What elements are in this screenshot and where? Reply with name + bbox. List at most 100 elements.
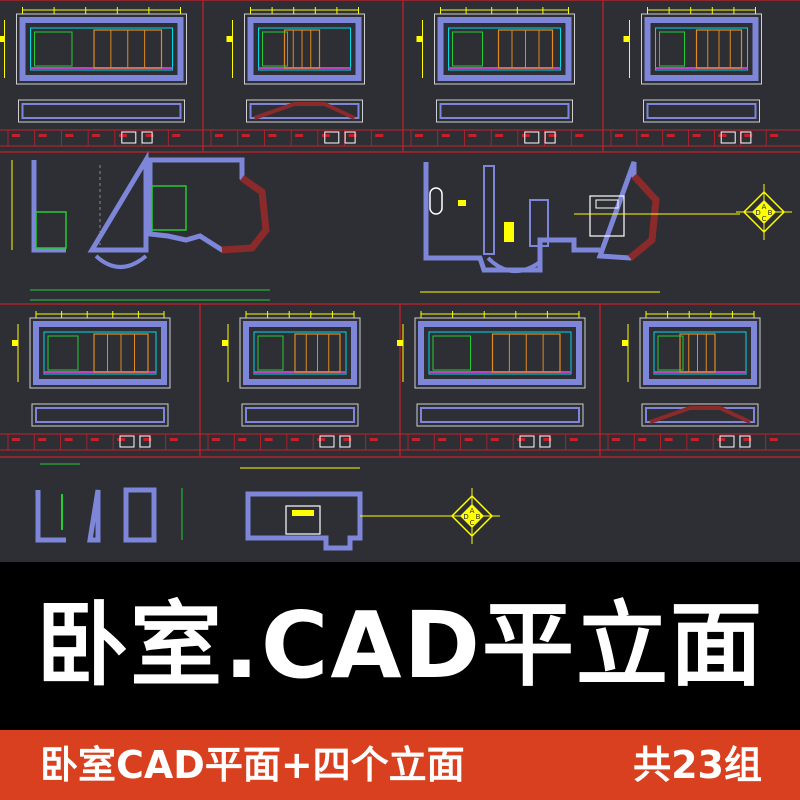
- elevation-inner: [448, 27, 561, 71]
- title-block-mark: [238, 438, 247, 441]
- title-block-logo: [519, 435, 535, 448]
- title-block-mark: [38, 134, 47, 137]
- title-block-mark: [543, 438, 552, 441]
- dimension-marker: [222, 340, 228, 346]
- section-strip: [641, 403, 759, 427]
- sheet-frames: [0, 0, 800, 458]
- title-block-logo: [524, 131, 540, 144]
- section-strip: [31, 403, 169, 427]
- elevation-sheet: [0, 311, 200, 451]
- elevation-sheet: [600, 311, 800, 451]
- elevation-outer-frame: [239, 317, 361, 389]
- elevation-outer-frame: [29, 317, 171, 389]
- elevation-window: [47, 335, 79, 371]
- elevation-window: [432, 335, 471, 371]
- section-strip: [18, 99, 185, 123]
- title-block-mark: [770, 134, 779, 137]
- dimension-marker: [397, 340, 403, 346]
- pillow: [595, 199, 619, 209]
- title-block-mark: [690, 438, 699, 441]
- title-block-mark: [490, 438, 499, 441]
- title-block-mark: [615, 134, 623, 137]
- plan-wall: [123, 487, 157, 543]
- title-block-mark: [215, 134, 223, 137]
- title-block-mark: [464, 438, 473, 441]
- dimension-marker: [622, 340, 628, 346]
- title-block-mark: [348, 134, 357, 137]
- title-block-mark: [290, 438, 299, 441]
- elevation-wall: [644, 17, 759, 81]
- elevation-outer-frame: [414, 317, 586, 389]
- section-strip: [643, 99, 760, 123]
- compass-letter: A: [470, 507, 475, 515]
- title-block-mark: [612, 438, 620, 441]
- wardrobe: [529, 199, 549, 247]
- title-block-logo: [740, 131, 752, 144]
- elevation-outer-frame: [16, 13, 187, 85]
- title-block-mark: [64, 438, 73, 441]
- title-block-mark: [438, 438, 447, 441]
- title-block-mark: [375, 134, 384, 137]
- title-block-mark: [143, 438, 152, 441]
- elevation-window: [34, 31, 73, 67]
- title-block-mark: [212, 438, 220, 441]
- compass-letter: C: [762, 215, 767, 223]
- title-block-logo: [720, 131, 736, 144]
- title-band: 卧室.CAD平立面: [0, 562, 800, 730]
- title-block-logo: [739, 435, 751, 448]
- elevation-inner: [428, 331, 572, 375]
- title-block-logo: [324, 131, 340, 144]
- title-block-mark: [65, 134, 74, 137]
- title-block-mark: [264, 438, 273, 441]
- section-strip-wall: [245, 407, 355, 423]
- elevation-inner: [30, 27, 173, 71]
- closet: [35, 211, 67, 249]
- title-block-mark: [92, 134, 101, 137]
- footer-band: 卧室CAD平面+四个立面 共23组: [0, 730, 800, 800]
- title-block-mark: [744, 134, 753, 137]
- title-block-mark: [640, 134, 649, 137]
- title-block-mark: [638, 438, 647, 441]
- elevation-sheet: [200, 311, 400, 451]
- title-block-mark: [38, 438, 47, 441]
- set-count: 共23组: [633, 743, 762, 787]
- title-block-mark: [495, 134, 504, 137]
- title-block-logo: [719, 435, 735, 448]
- compass-letter: A: [762, 203, 767, 211]
- elevation-inner: [43, 331, 157, 375]
- plan-wall: [245, 491, 363, 551]
- title-block-mark: [343, 438, 352, 441]
- elevation-outer-frame: [639, 317, 761, 389]
- title-block-mark: [718, 134, 727, 137]
- wardrobe: [151, 185, 187, 231]
- title-block-mark: [441, 134, 450, 137]
- main-title: 卧室.CAD平立面: [35, 592, 765, 699]
- title-block-mark: [717, 438, 726, 441]
- title-block-mark: [317, 438, 326, 441]
- title-block-mark: [692, 134, 701, 137]
- title-block-mark: [743, 438, 752, 441]
- title-block-mark: [90, 438, 99, 441]
- title-block-mark: [412, 438, 420, 441]
- bay-window: [221, 175, 270, 254]
- elevation-window: [452, 31, 483, 67]
- elevation-wall: [418, 321, 582, 385]
- elevation-sheet: [203, 7, 406, 147]
- plan-wall: [35, 489, 101, 543]
- arc-balcony: [486, 256, 542, 273]
- bed: [285, 505, 321, 535]
- section-strip: [436, 99, 573, 123]
- section-strip-wall: [420, 407, 580, 423]
- title-block-mark: [321, 134, 330, 137]
- compass-letter: B: [768, 209, 773, 217]
- title-block-mark: [468, 134, 477, 137]
- section-strip-wall: [646, 103, 757, 119]
- title-block-mark: [569, 438, 578, 441]
- title-block-mark: [521, 134, 530, 137]
- title-block-logo: [344, 131, 356, 144]
- section-strip-wall: [439, 103, 570, 119]
